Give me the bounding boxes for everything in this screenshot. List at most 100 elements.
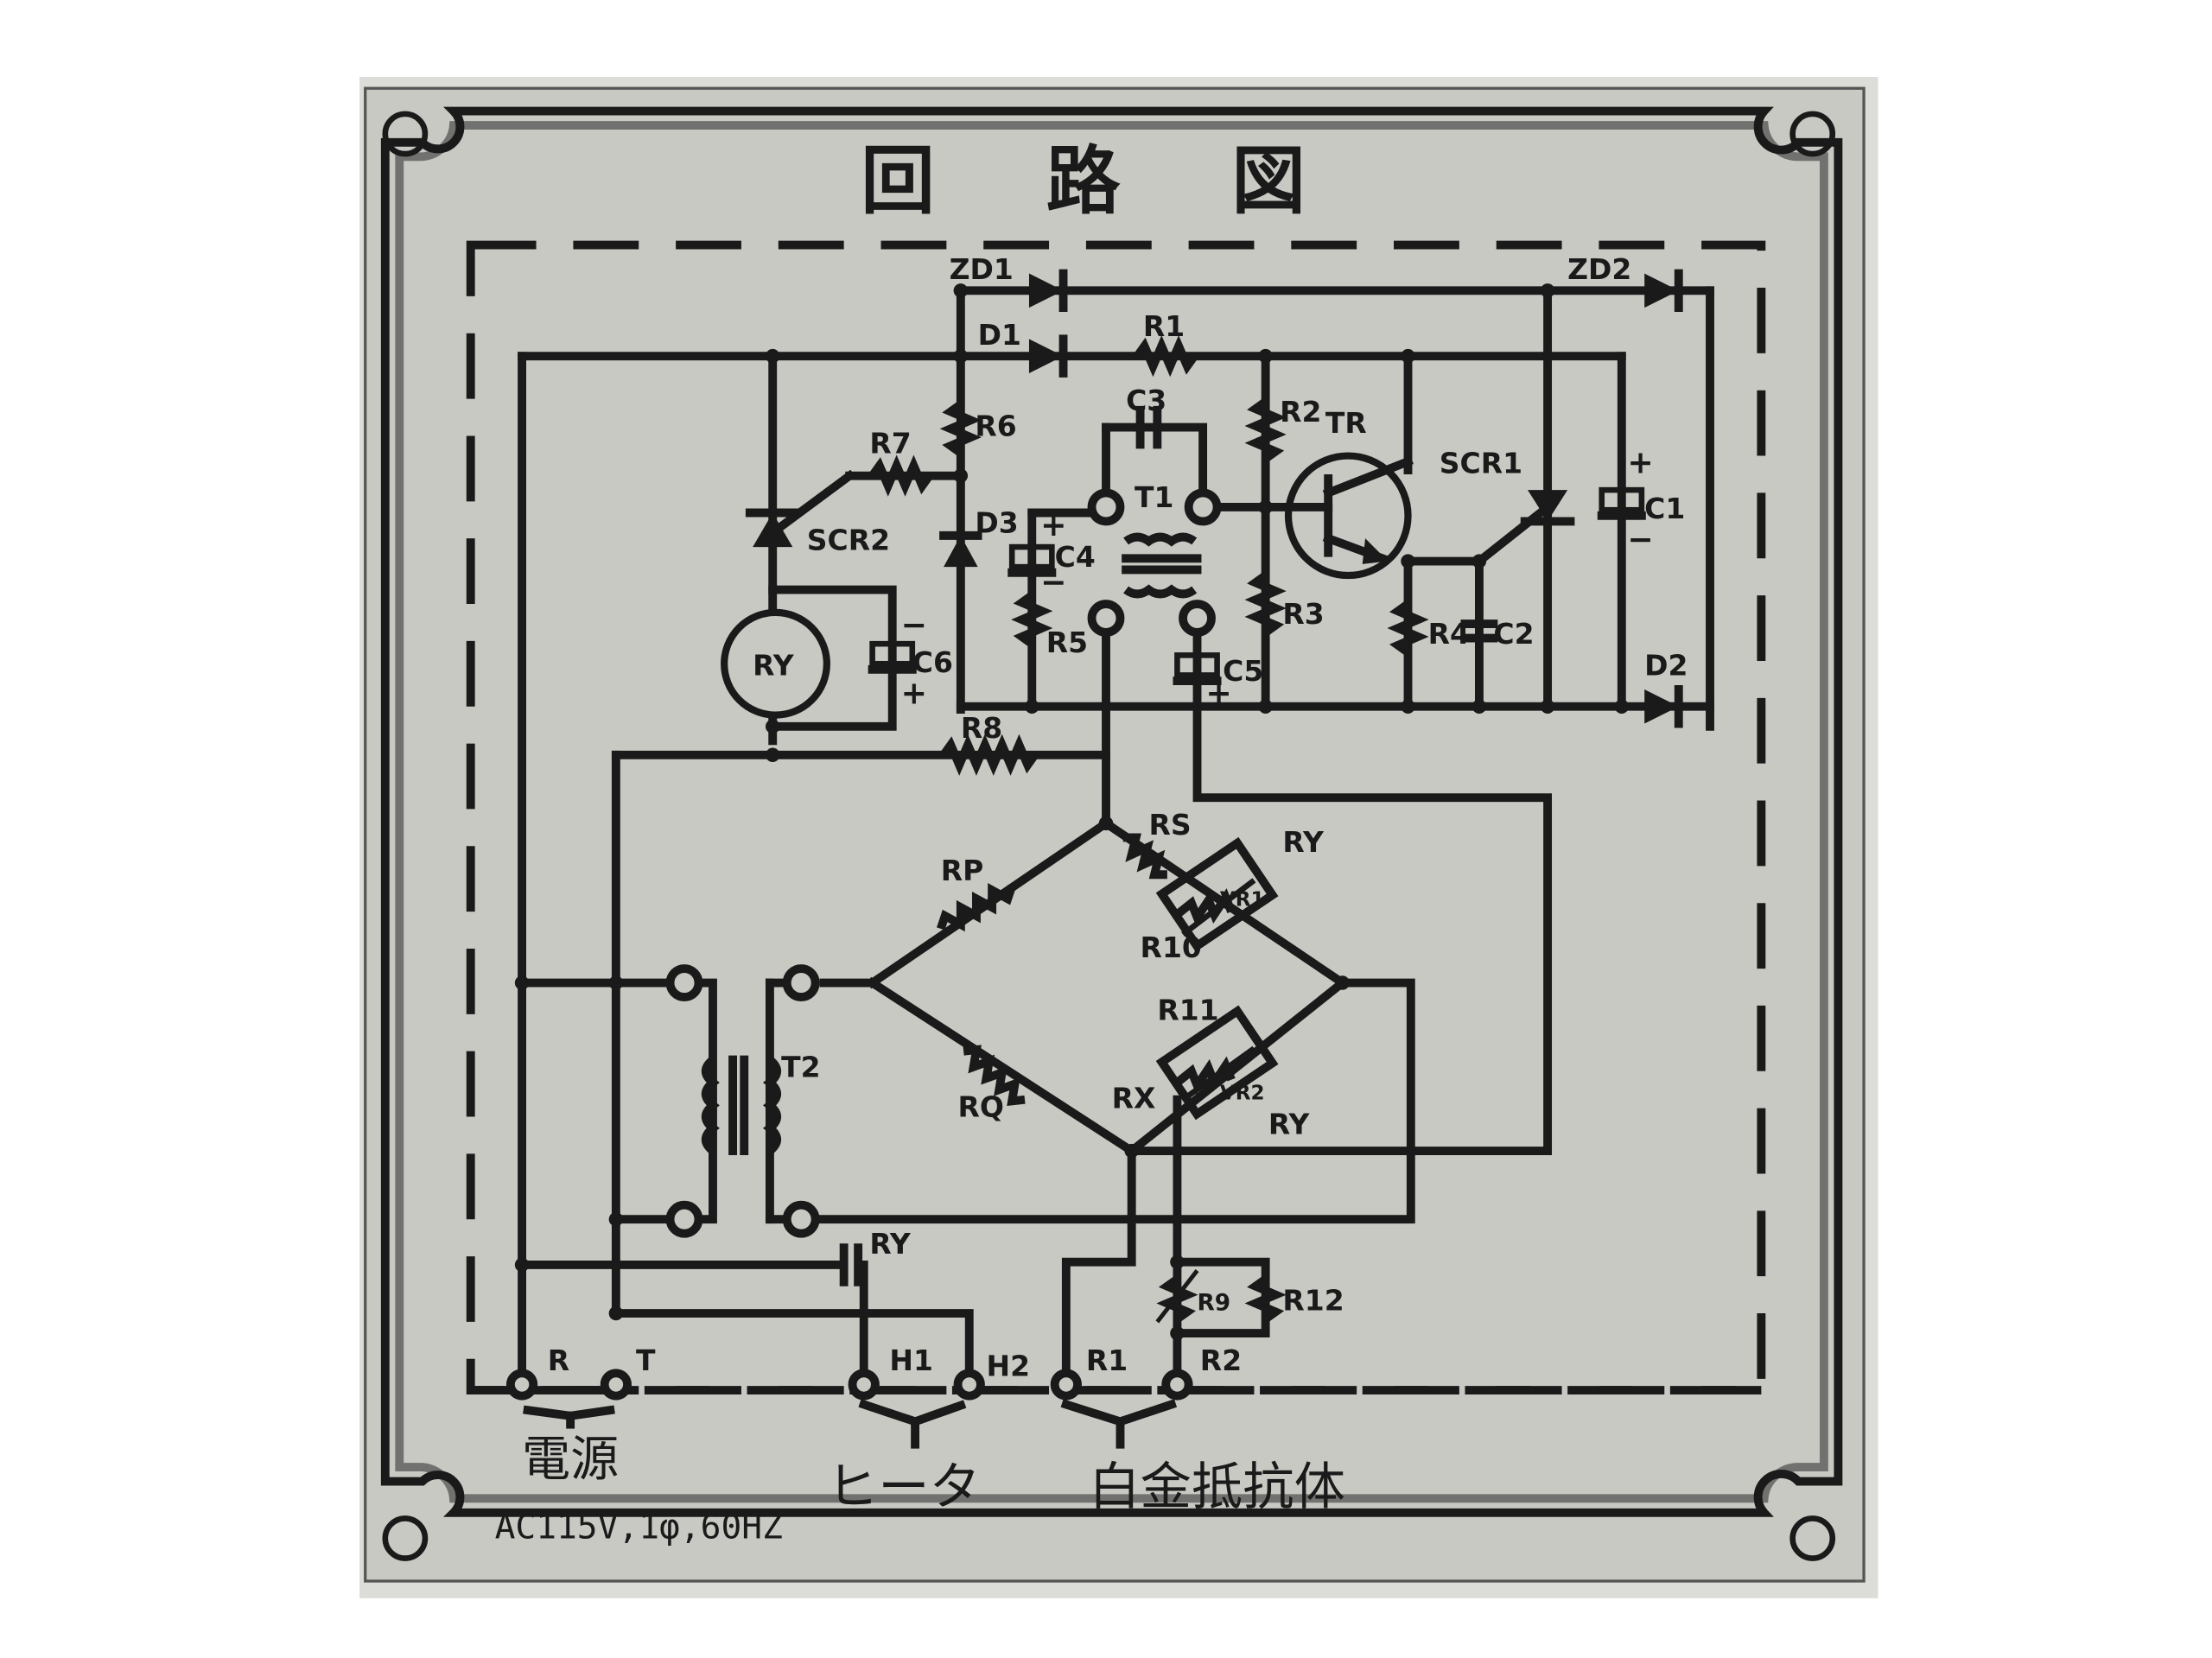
terminal-label-h2: H2: [987, 1350, 1031, 1383]
diode-zd2: [1644, 269, 1683, 313]
label-t2: T2: [781, 1050, 820, 1083]
plate-title: 回 路 図: [861, 138, 1348, 225]
diodes: [939, 269, 1683, 728]
label-scr1: SCR1: [1440, 446, 1522, 480]
resistor-r2: [1244, 397, 1287, 462]
caption-platinum-resistor: 白金抵抗体: [1089, 1457, 1345, 1516]
capacitor-c1: [1597, 486, 1646, 520]
terminals: [505, 488, 1222, 1401]
label-r8: R8: [961, 711, 1002, 745]
label-r4: R4: [1428, 617, 1470, 651]
transistor-tr: [1261, 452, 1414, 580]
contact-ry: [839, 1243, 863, 1286]
resistor-rq: [963, 1045, 1026, 1107]
label-c4: C4: [1055, 540, 1096, 574]
resistor-r8: [940, 734, 1039, 776]
resistor-rs: [1122, 833, 1167, 880]
label-r6: R6: [975, 409, 1016, 442]
label-c2: C2: [1493, 617, 1534, 651]
label-r2: R2: [1280, 395, 1321, 429]
label-r9: R9: [1198, 1291, 1231, 1317]
captions: 電源 AC115V,1φ,60HZ ヒータ 白金抵抗体: [495, 1432, 1345, 1547]
capacitor-c4: [1007, 543, 1057, 577]
terminal-label-r1: R1: [1086, 1344, 1128, 1377]
terminal-labels: R T H1 H2 R1 R2: [548, 1344, 1242, 1383]
resistor-r5: [1011, 592, 1053, 648]
diode-d2: [1644, 684, 1683, 728]
resistor-r7: [868, 454, 933, 497]
vr-boxes: [1155, 836, 1279, 1324]
diode-d3: [939, 530, 982, 568]
label-d3: D3: [975, 506, 1018, 540]
label-rs: RS: [1148, 808, 1191, 842]
label-r10: R10: [1141, 931, 1202, 964]
svg-text:+: +: [1627, 443, 1653, 480]
label-r11: R11: [1157, 993, 1218, 1026]
resistor-r4: [1387, 600, 1429, 657]
scr2-symbol: [745, 508, 800, 548]
component-labels: ZD1 ZD2 D1 R1 C3 R7 R6 R2 TR SCR1 C1 T1 …: [753, 252, 1688, 1318]
junction-dots: [514, 283, 1630, 1341]
label-vr2: VR2: [1220, 1083, 1265, 1105]
label-d1: D1: [978, 318, 1021, 352]
label-scr2: SCR2: [807, 523, 890, 556]
transformer-t2: [701, 1055, 782, 1156]
label-rp: RP: [941, 854, 984, 887]
label-r3: R3: [1282, 597, 1324, 631]
capacitor-c6: [868, 640, 917, 674]
svg-text:−: −: [1040, 563, 1066, 600]
label-zd2: ZD2: [1567, 252, 1631, 286]
transformer-t1: [1122, 532, 1202, 599]
mounting-holes: [382, 111, 1836, 1561]
capacitors: [839, 405, 1646, 1286]
label-c5: C5: [1223, 654, 1263, 688]
label-r12: R12: [1282, 1284, 1344, 1318]
label-r5: R5: [1046, 626, 1088, 659]
diode-d1: [1028, 334, 1068, 378]
label-d2: D2: [1644, 648, 1688, 682]
label-c6: C6: [912, 645, 953, 679]
terminal-label-h1: H1: [889, 1344, 933, 1377]
plate-frame: [359, 77, 1878, 1598]
capacitor-c2: [1460, 619, 1498, 643]
label-vr1: VR1: [1220, 889, 1265, 912]
svg-text:−: −: [1627, 520, 1653, 557]
diode-zd1: [1028, 269, 1068, 313]
scr1-symbol: [1520, 490, 1575, 526]
label-ry-rx: RY: [1268, 1107, 1311, 1140]
relay-coil: [721, 608, 830, 719]
capacitor-c5: [1173, 652, 1222, 685]
terminal-label-t: T: [636, 1344, 656, 1377]
label-zd1: ZD1: [950, 252, 1014, 286]
label-tr: TR: [1325, 406, 1367, 440]
label-ry-rs: RY: [1282, 825, 1325, 859]
resistor-rp: [937, 883, 1016, 932]
label-ry-coil: RY: [753, 648, 795, 682]
resistor-r12: [1244, 1275, 1287, 1323]
label-t1: T1: [1135, 480, 1173, 514]
resistor-r3: [1244, 572, 1287, 637]
label-c3: C3: [1126, 384, 1166, 417]
scrs: [745, 490, 1575, 548]
resistor-r1: [1134, 335, 1198, 378]
terminal-label-r: R: [548, 1344, 569, 1377]
outer-enclosure: [466, 240, 1766, 1395]
label-c1: C1: [1644, 492, 1685, 525]
terminal-label-r2: R2: [1200, 1344, 1242, 1377]
caption-power: 電源: [522, 1432, 619, 1488]
svg-text:+: +: [901, 674, 927, 711]
resistors: [868, 335, 1429, 1323]
label-rq: RQ: [958, 1090, 1004, 1124]
polarity-markers: + − + − − + +: [901, 443, 1654, 711]
svg-text:+: +: [1205, 674, 1231, 711]
svg-text:+: +: [1040, 506, 1066, 543]
resistor-r6: [939, 401, 982, 457]
capacitor-c3: [1135, 405, 1162, 449]
label-r7: R7: [869, 426, 911, 460]
caption-heater: ヒータ: [827, 1457, 981, 1516]
label-rx: RX: [1112, 1082, 1156, 1115]
label-ry-contact: RY: [869, 1227, 912, 1261]
svg-text:−: −: [901, 606, 927, 643]
caption-power-spec: AC115V,1φ,60HZ: [495, 1508, 783, 1547]
